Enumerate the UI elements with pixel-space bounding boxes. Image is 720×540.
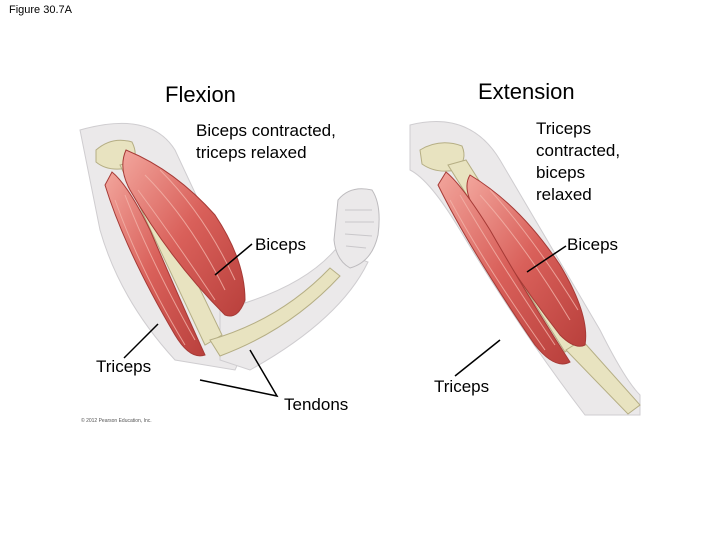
- extension-caption-line: contracted,: [536, 140, 656, 162]
- extension-biceps-label: Biceps: [567, 234, 618, 256]
- copyright-notice: © 2012 Pearson Education, Inc.: [81, 418, 152, 424]
- flexion-triceps-label: Triceps: [96, 356, 151, 378]
- flexion-biceps-label: Biceps: [255, 234, 306, 256]
- extension-caption-line: biceps: [536, 162, 656, 184]
- extension-triceps-label: Triceps: [434, 376, 489, 398]
- flexion-caption: Biceps contracted, triceps relaxed: [196, 120, 376, 164]
- extension-caption-line: relaxed: [536, 184, 656, 206]
- extension-caption-line: Triceps: [536, 118, 656, 140]
- flexion-tendons-label: Tendons: [284, 394, 348, 416]
- extension-caption: Triceps contracted, biceps relaxed: [536, 118, 656, 206]
